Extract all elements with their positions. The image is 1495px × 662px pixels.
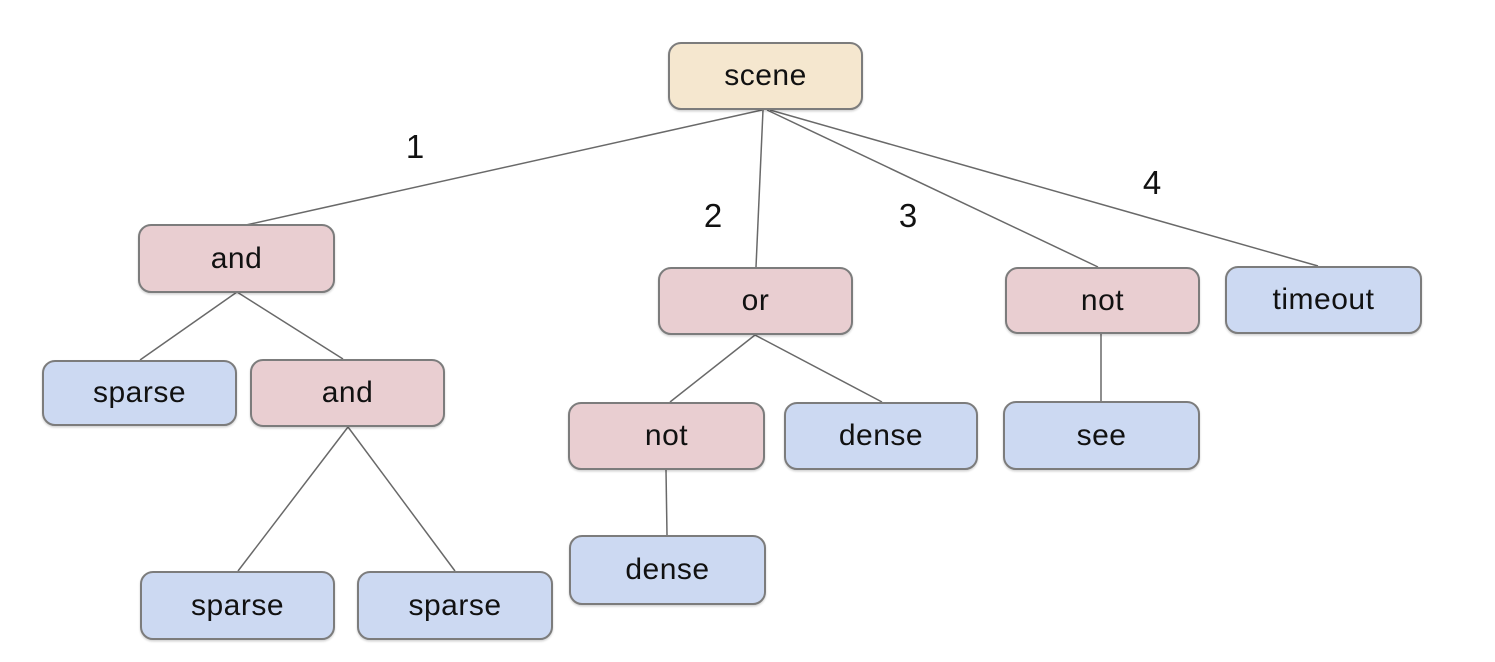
node-see: see [1003, 401, 1200, 470]
edge-or-not [669, 334, 756, 403]
node-and-1: and [138, 224, 335, 293]
node-or: or [658, 267, 853, 335]
node-not-2: not [568, 402, 765, 470]
node-dense-2: dense [569, 535, 766, 605]
node-and-2: and [250, 359, 445, 427]
edge-and2-sparse3 [347, 426, 456, 572]
edge-label-3: 3 [898, 197, 918, 234]
edge-not2-dense2 [665, 469, 668, 536]
edge-scene-or [755, 109, 764, 268]
edge-and2-sparse2 [237, 426, 349, 572]
edge-and-and [236, 291, 344, 360]
node-scene: scene [668, 42, 863, 110]
node-timeout: timeout [1225, 266, 1422, 334]
node-sparse-3: sparse [357, 571, 553, 640]
edge-and-sparse [139, 291, 238, 361]
edge-scene-not [766, 109, 1099, 268]
node-not-1: not [1005, 267, 1200, 334]
edge-scene-and [245, 109, 763, 226]
edge-label-1: 1 [405, 128, 425, 165]
edge-scene-timeout [769, 109, 1319, 267]
node-sparse-1: sparse [42, 360, 237, 426]
node-dense-1: dense [784, 402, 978, 470]
edge-label-2: 2 [703, 197, 723, 234]
edge-or-dense [754, 334, 883, 403]
node-sparse-2: sparse [140, 571, 335, 640]
edge-label-4: 4 [1142, 164, 1162, 201]
